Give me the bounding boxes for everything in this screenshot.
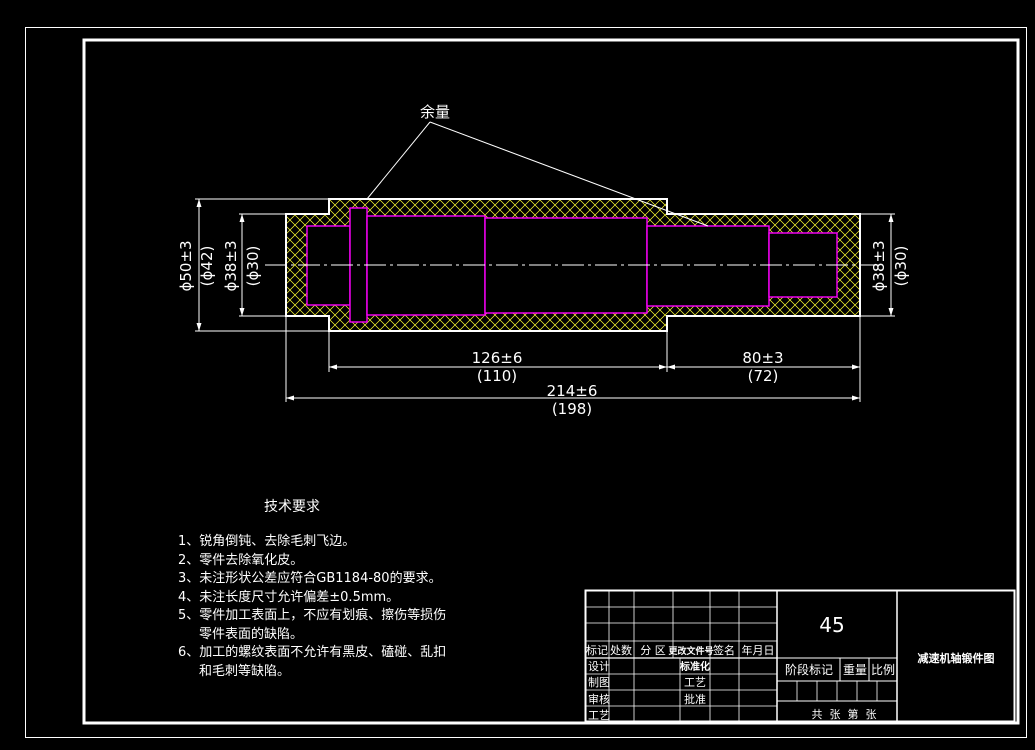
right-section-tol: 80±3	[742, 349, 783, 367]
allowance-leader	[366, 121, 709, 227]
requirement-6-cont: 和毛刺等缺陷。	[199, 663, 291, 679]
requirements-title: 技术要求	[264, 499, 320, 515]
tb-header-5: 年月日	[742, 643, 775, 657]
overall-length-nominal: (198)	[552, 400, 592, 418]
right-section-nominal: (72)	[748, 367, 779, 385]
tb-header-1: 处数	[610, 644, 632, 657]
length-arrowheads	[286, 364, 860, 401]
dia-end-left-tol: ϕ38±3	[222, 240, 240, 291]
inner-border	[82, 38, 1020, 725]
requirement-2: 2、零件去除氧化皮。	[178, 552, 304, 568]
left-section-tol: 126±6	[472, 349, 523, 367]
tb-mid-standard: 标准化	[679, 660, 710, 673]
tb-row-process: 工艺	[588, 709, 610, 722]
tb-header-3: 更改文件号	[668, 645, 713, 657]
dia-end-right-tol: ϕ38±3	[870, 240, 888, 291]
arrowheads-left	[196, 199, 245, 331]
tb-row-review: 审核	[588, 692, 610, 706]
dia-end-right-nominal: (ϕ30)	[892, 246, 910, 287]
arrowheads-right	[888, 214, 894, 316]
scale-label: 比例	[871, 663, 895, 677]
outer-border	[25, 27, 1027, 738]
dia-outer-left-nominal: (ϕ42)	[198, 246, 216, 287]
stage-label: 阶段标记	[785, 662, 833, 677]
tb-row-draw: 制图	[588, 676, 610, 689]
diameter-dims-right	[860, 213, 895, 317]
dia-end-left-nominal: (ϕ30)	[244, 246, 262, 287]
sheet-info: 共 张 第 张	[812, 707, 877, 721]
requirement-5: 5、零件加工表面上，不应有划痕、擦伤等损伤	[178, 608, 447, 623]
allowance-label: 余量	[420, 103, 450, 121]
left-section-nominal: (110)	[477, 367, 517, 385]
tb-mid-process: 工艺	[684, 676, 706, 689]
tb-header-4: 签名	[713, 643, 735, 657]
dia-outer-left-tol: ϕ50±3	[177, 240, 195, 291]
weight-label: 重量	[843, 663, 867, 677]
tb-header-0: 标记	[586, 643, 608, 657]
tb-header-2: 分 区	[640, 644, 666, 657]
requirement-1: 1、锐角倒钝、去除毛刺飞边。	[178, 534, 356, 549]
requirement-4: 4、未注长度尺寸允许偏差±0.5mm。	[178, 589, 400, 605]
drawing-title: 减速机轴锻件图	[918, 651, 995, 665]
length-dims	[285, 316, 861, 402]
requirement-3: 3、未注形状公差应符合GB1184-80的要求。	[178, 571, 442, 586]
tb-row-design: 设计	[588, 660, 610, 673]
title-block	[584, 589, 1016, 723]
tb-mid-approve: 批准	[684, 692, 706, 706]
material-label: 45	[819, 613, 844, 637]
overall-length-tol: 214±6	[547, 382, 598, 400]
requirement-6: 6、加工的螺纹表面不允许有黑皮、磕碰、乱扣	[178, 645, 447, 660]
requirement-5-cont: 零件表面的缺陷。	[199, 626, 304, 642]
diameter-dims-left	[195, 198, 329, 332]
